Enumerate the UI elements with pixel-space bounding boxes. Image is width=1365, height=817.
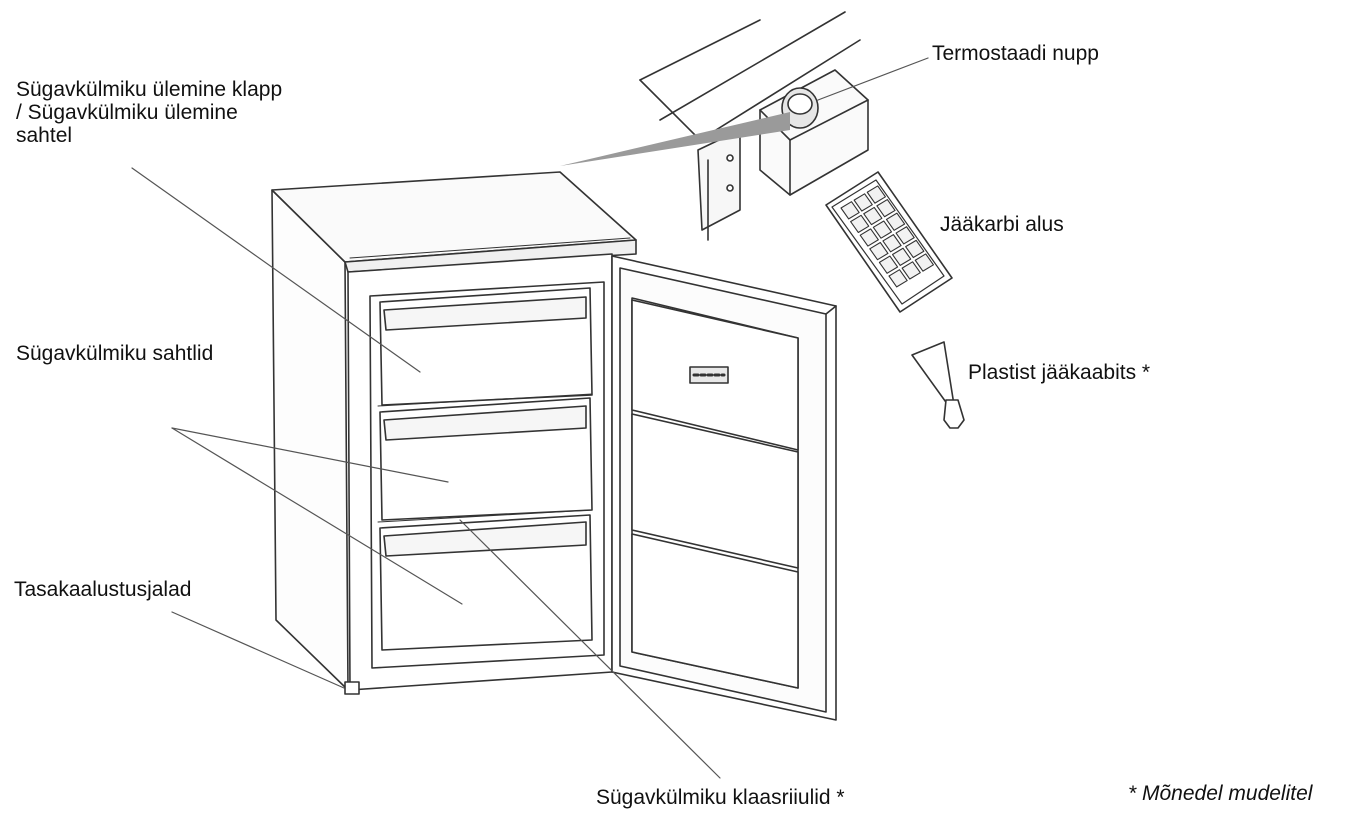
label-top-flap: Sügavkülmiku ülemine klapp / Sügavkülmik… xyxy=(16,78,283,147)
ice-tray-cell xyxy=(878,255,899,274)
freezer-drawers xyxy=(377,287,593,651)
ice-tray-cell xyxy=(914,253,934,272)
ice-scraper xyxy=(911,341,965,429)
ice-tray xyxy=(825,171,953,313)
ice-tray-cell xyxy=(863,206,883,226)
label-note: * Mõnedel mudelitel xyxy=(1128,782,1313,805)
ice-tray-cell xyxy=(876,199,896,218)
ice-tray-cell xyxy=(882,234,902,253)
label-drawers: Sügavkülmiku sahtlid xyxy=(16,342,214,365)
ice-tray-cell xyxy=(872,220,893,239)
ice-tray-cell xyxy=(891,247,912,266)
label-scraper: Plastist jääkaabits * xyxy=(968,361,1151,384)
ice-tray-cell xyxy=(866,185,886,204)
ice-tray-cell xyxy=(888,269,908,288)
label-glass-shelves: Sügavkülmiku klaasriiulid * xyxy=(596,786,845,809)
ice-tray-cell xyxy=(859,228,879,247)
ice-tray-cell xyxy=(850,214,870,234)
thermostat-pointer xyxy=(560,112,790,166)
ice-tray-cell xyxy=(840,201,860,220)
ice-tray-cell xyxy=(869,241,889,261)
freezer-door xyxy=(611,255,837,721)
ice-tray-cell xyxy=(901,261,921,280)
ice-tray-cell xyxy=(905,239,925,259)
ice-tray-cell xyxy=(885,212,906,231)
label-ice-tray: Jääkarbi alus xyxy=(940,213,1064,236)
ice-tray-cell xyxy=(895,226,915,245)
leader-lines xyxy=(131,57,929,779)
thermostat-detail xyxy=(639,11,869,241)
ice-tray-cell xyxy=(853,193,873,212)
label-feet: Tasakaalustusjalad xyxy=(14,578,192,601)
label-thermostat: Termostaadi nupp xyxy=(932,42,1099,65)
